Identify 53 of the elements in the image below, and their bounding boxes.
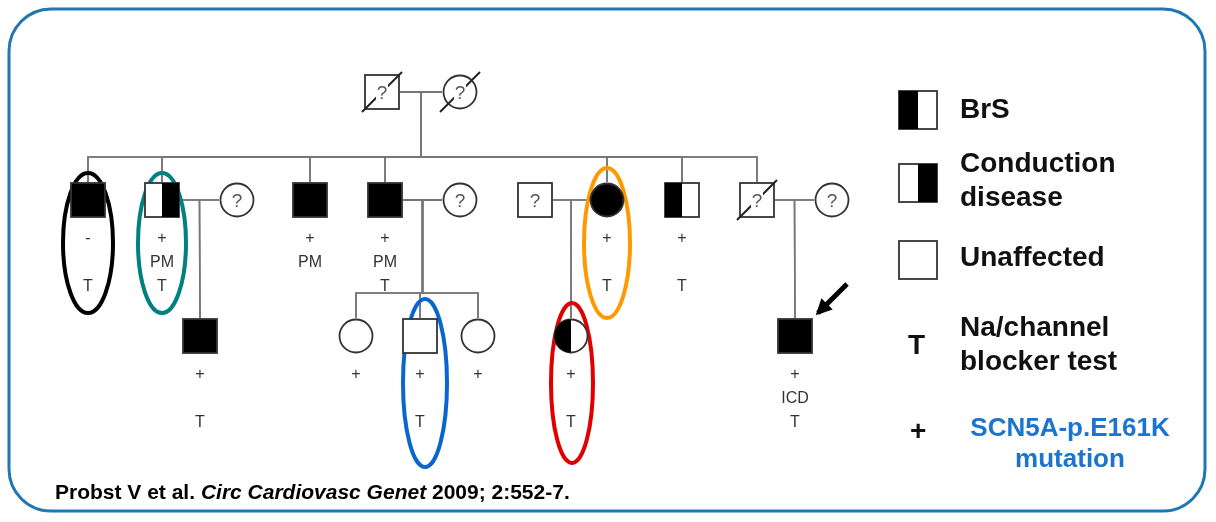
genotype-annotation: PM [149, 254, 175, 270]
genotype-annotation: PM [297, 254, 323, 270]
genotype-annotation: T [194, 414, 206, 430]
genotype-annotation: + [676, 230, 688, 246]
legend-symbol-text: + [910, 414, 927, 448]
proband-arrow [815, 282, 849, 316]
legend-text: BrS [960, 92, 1010, 126]
male-symbol [367, 182, 403, 218]
female-symbol [338, 318, 374, 354]
genotype-annotation: + [379, 230, 391, 246]
genotype-annotation: + [194, 366, 206, 382]
genotype-annotation: PM [372, 254, 398, 270]
female-symbol [589, 182, 625, 218]
genotype-annotation: ICD [780, 390, 810, 406]
pedigree-line [421, 199, 479, 319]
male-symbol [182, 318, 218, 354]
male-symbol [70, 182, 106, 218]
genotype-annotation: T [414, 414, 426, 430]
legend-text: Na/channel blocker test [960, 310, 1119, 378]
genotype-annotation: + [601, 230, 613, 246]
female-symbol [814, 182, 850, 218]
genotype-annotation: + [565, 366, 577, 382]
genotype-annotation: + [156, 230, 168, 246]
pedigree-line [198, 199, 220, 319]
genotype-annotation: T [565, 414, 577, 430]
male-symbol [144, 182, 180, 218]
male-symbol [402, 318, 438, 354]
genotype-annotation: + [789, 366, 801, 382]
female-symbol [442, 182, 478, 218]
genotype-annotation: + [350, 366, 362, 382]
female-symbol [219, 182, 255, 218]
legend-symbol-text: T [908, 328, 926, 362]
genotype-annotation: T [156, 278, 168, 294]
genotype-annotation: + [414, 366, 426, 382]
genotype-annotation: + [304, 230, 316, 246]
male-symbol [292, 182, 328, 218]
pedigree-line [793, 199, 815, 319]
genotype-annotation: + [472, 366, 484, 382]
genotype-annotation: - [84, 230, 92, 246]
legend-text: Conduction disease [960, 146, 1117, 214]
genotype-annotation: T [789, 414, 801, 430]
genotype-annotation: T [379, 278, 391, 294]
genotype-annotation: T [676, 278, 688, 294]
male-symbol [517, 182, 553, 218]
female-symbol [460, 318, 496, 354]
male-symbol [777, 318, 813, 354]
female-symbol [553, 318, 589, 354]
male-symbol [664, 182, 700, 218]
citation-caption: Probst V et al. Circ Cardiovasc Genet 2009; 2:552-7. [55, 480, 570, 504]
genotype-annotation: T [601, 278, 613, 294]
legend-text: Unaffected [960, 240, 1105, 274]
genotype-annotation: T [82, 278, 94, 294]
legend-text: SCN5A-p.E161K mutation [969, 412, 1171, 475]
